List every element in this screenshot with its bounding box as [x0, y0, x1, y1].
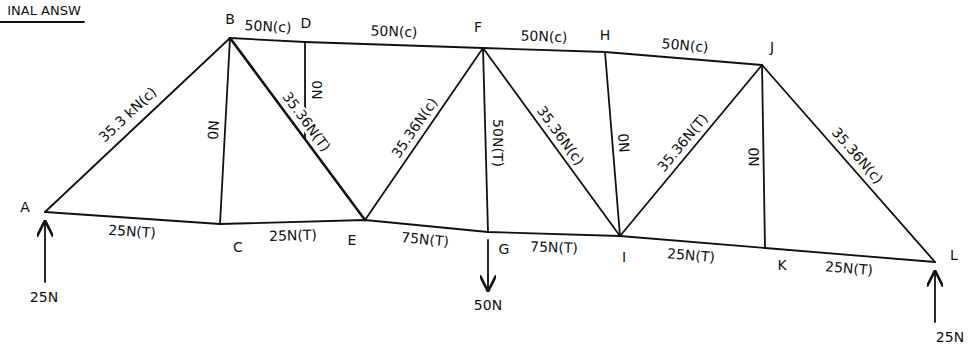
title-underline [0, 21, 84, 23]
reaction-arrow [44, 222, 46, 282]
joint-label: A [18, 200, 32, 215]
truss-member [365, 48, 483, 220]
member-force: 75N(T) [399, 230, 452, 250]
member-force: 25N(T) [665, 246, 718, 266]
joint-label: G [497, 242, 512, 257]
member-force: 25N(T) [267, 228, 319, 245]
joint-label: F [472, 20, 484, 35]
joint-label: I [620, 250, 628, 265]
member-force: 35.36N(T) [278, 88, 334, 157]
member-force: 50N(c) [242, 18, 294, 36]
title: INAL ANSW [5, 4, 83, 18]
truss-member [620, 65, 762, 236]
joint-label: K [775, 258, 788, 273]
reaction-force: 25N [934, 330, 966, 345]
joint-label: H [598, 28, 613, 43]
load-force: 50N [472, 298, 504, 313]
member-force: 35.36N(c) [388, 93, 442, 162]
truss-member [230, 38, 365, 220]
member-force: 25N(T) [105, 223, 158, 242]
member-force: 25N(T) [822, 259, 875, 279]
member-force: 35.36N(c) [827, 124, 887, 189]
member-force: 0N [308, 78, 323, 101]
truss-member [45, 38, 230, 212]
member-force: 35.36N(T) [653, 110, 712, 177]
truss-member [762, 65, 935, 262]
truss-member [762, 65, 765, 248]
member-force: 35.36N(c) [533, 101, 589, 169]
member-force: 0N [206, 118, 223, 142]
member-force: 0N [745, 145, 761, 169]
member-force: 50N(c) [519, 28, 570, 45]
truss-member [483, 48, 620, 236]
member-force: 50N(T) [489, 117, 504, 169]
member-force: 35.3 kN(c) [95, 83, 162, 147]
joint-label: C [231, 240, 245, 255]
member-force: 75N(T) [527, 240, 579, 257]
member-force: 0N [615, 131, 632, 156]
bottom-chord [45, 212, 935, 262]
joint-label: E [346, 233, 359, 248]
joint-label: B [223, 12, 237, 27]
member-force: 50N(c) [369, 23, 420, 40]
reaction-arrow [934, 272, 936, 322]
joint-label: L [948, 248, 960, 263]
truss-member [483, 48, 488, 232]
reaction-force: 25N [28, 290, 60, 305]
joint-label: J [768, 40, 776, 55]
joint-label: D [299, 16, 314, 31]
load-arrow [487, 240, 489, 290]
member-force: 50N(c) [659, 36, 711, 56]
